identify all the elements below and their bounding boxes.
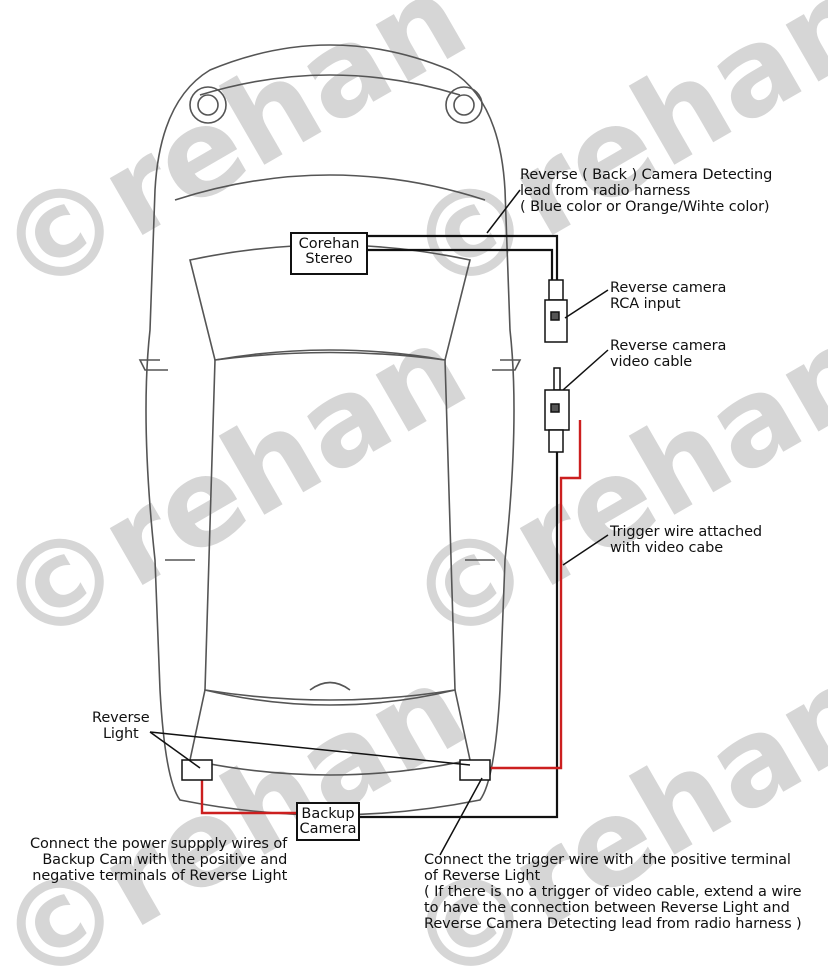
watermark: ©rehan: [385, 299, 828, 676]
leader-lines: [149, 189, 609, 856]
stereo-box: Corehan Stereo: [290, 232, 368, 275]
detect-lead-label: Reverse ( Back ) Camera Detecting lead f…: [520, 167, 773, 215]
backup-camera-box: Backup Camera: [296, 802, 360, 841]
video-cable-label: Reverse camera video cable: [610, 338, 727, 370]
trigger-wire-label: Trigger wire attached with video cabe: [610, 524, 763, 556]
power-wires-note: Connect the power suppply wires of Backu…: [30, 836, 288, 884]
video-cable-connector: [544, 367, 570, 453]
trigger-connect-note: Connect the trigger wire with the positi…: [424, 852, 802, 932]
black-wires: [356, 234, 559, 819]
rca-input-label: Reverse camera RCA input: [610, 280, 727, 312]
reverse-light-right: [459, 759, 491, 781]
rca-input-connector: [544, 279, 568, 343]
watermark: ©rehan: [0, 0, 488, 325]
reverse-light-left: [181, 759, 213, 781]
reverse-light-label: Reverse Light: [92, 710, 150, 742]
red-trigger-wire: [200, 420, 582, 815]
